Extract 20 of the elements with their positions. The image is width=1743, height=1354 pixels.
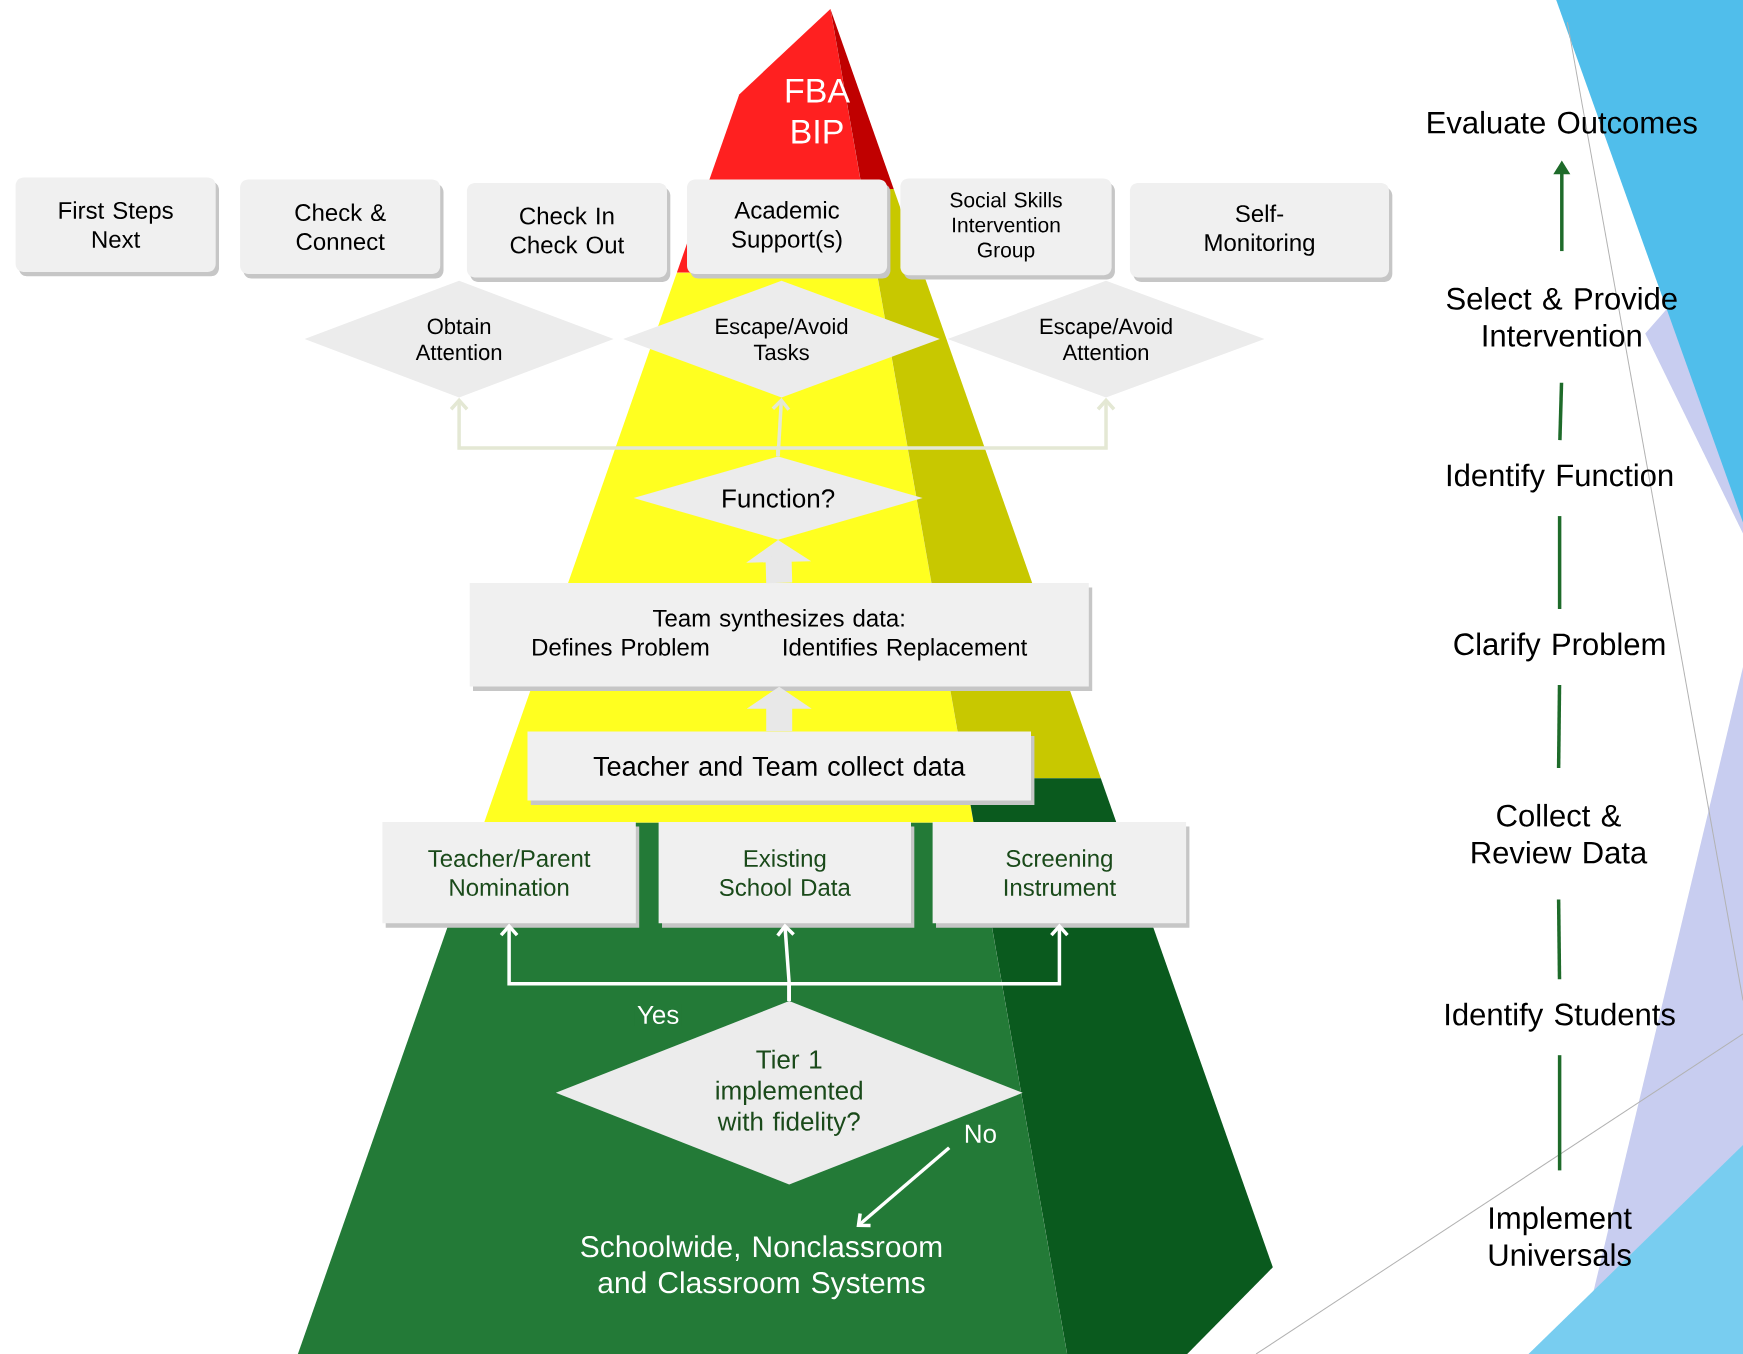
arrow: [856, 1146, 951, 1228]
intervention-box: Social Skills Intervention Group: [900, 178, 1115, 280]
process-box: Existing School Data: [658, 822, 915, 928]
intervention-box: Self-Monitoring: [1129, 182, 1393, 282]
step-label: Identify Function: [1447, 463, 1673, 493]
step-label: Implement Universals: [1489, 1206, 1632, 1267]
intervention-box: Check In Check Out: [466, 182, 671, 282]
intervention-box: Check & Connect: [240, 179, 444, 279]
intervention-box: First Steps Next: [15, 177, 219, 277]
process-box: Teacher and Team collect data: [527, 731, 1035, 805]
step-label: Clarify Problem: [1454, 632, 1665, 662]
process-box: Teacher/Parent Nomination: [382, 822, 640, 928]
base-label: Schoolwide, Nonclassroom and Classroom Systems: [581, 1235, 942, 1300]
arrow: [776, 397, 1116, 457]
step-label: Collect & Review Data: [1472, 803, 1648, 864]
process-box: Screening Instrument: [932, 822, 1190, 928]
arrow: [787, 923, 1069, 1001]
process-box: Team synthesizes data: Defines Problem Identifies Replacement: [469, 583, 1093, 691]
step-label: Identify Students: [1446, 1002, 1675, 1032]
intervention-box: Academic Support(s): [687, 179, 891, 279]
